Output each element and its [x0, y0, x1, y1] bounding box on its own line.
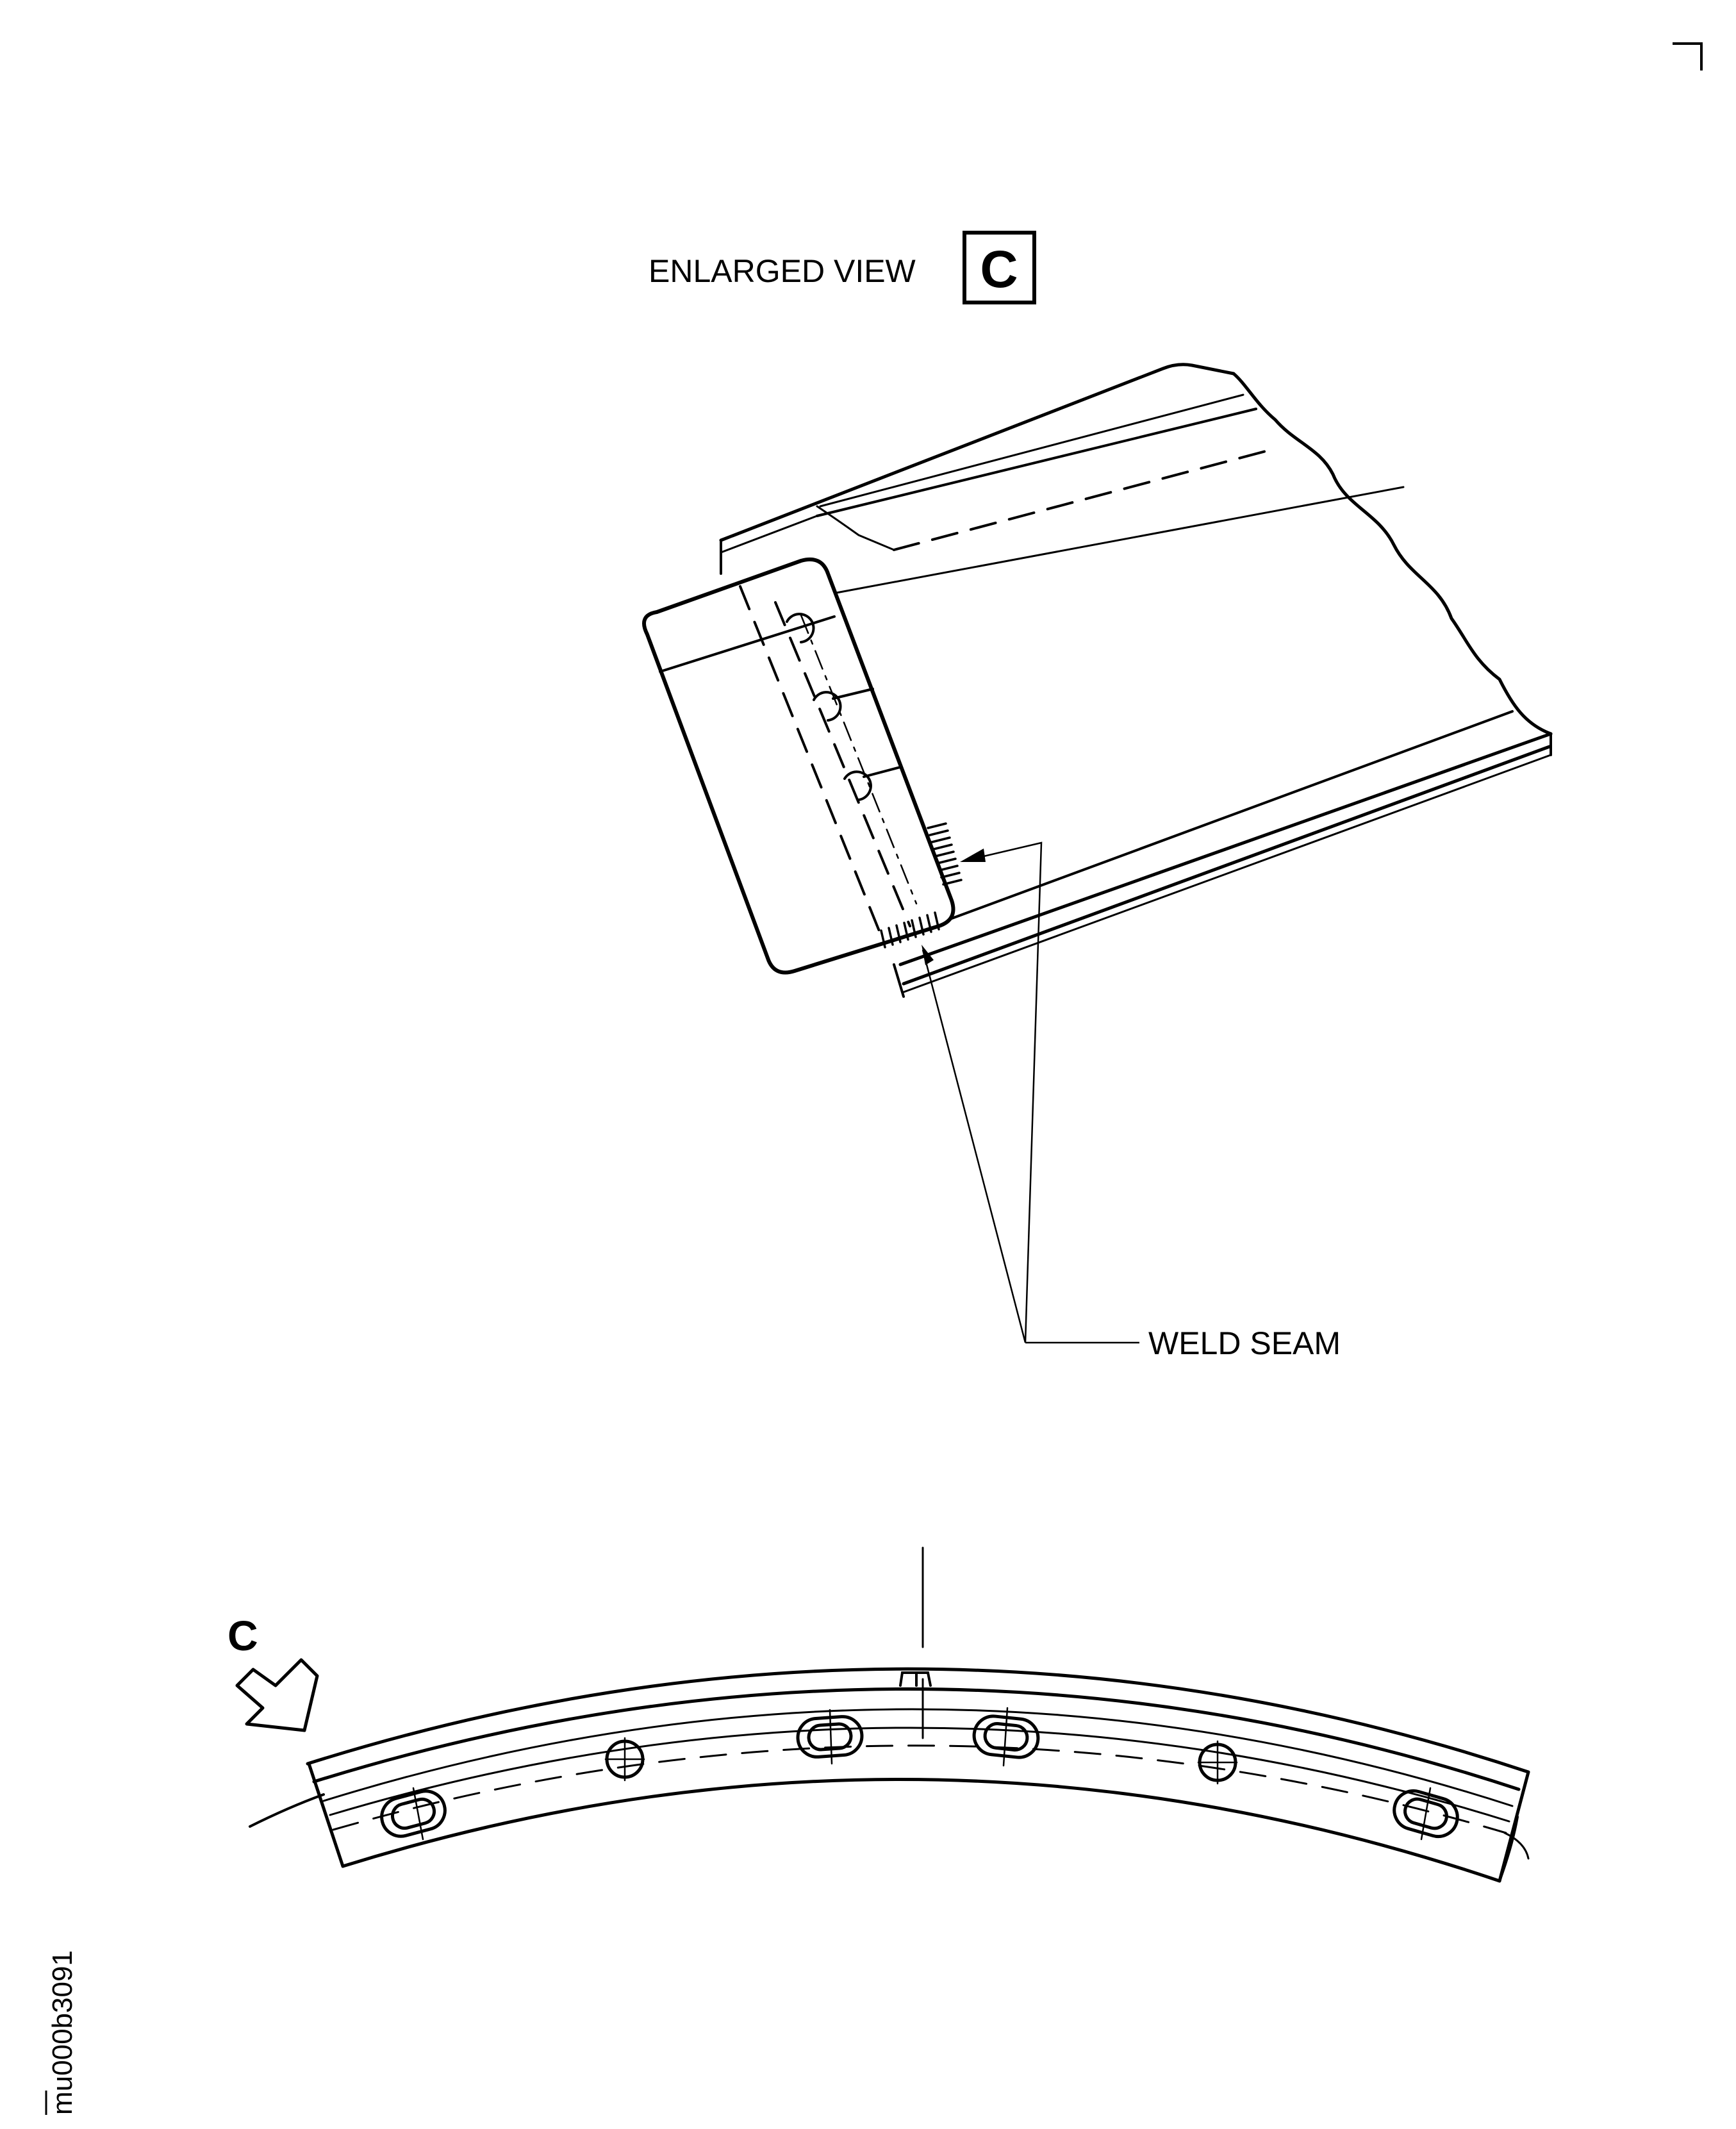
rail-bottom-edge-4 [902, 754, 1552, 993]
drawing-id: mu000b3091 [47, 1950, 78, 2115]
slotted-hole-2 [796, 1709, 864, 1765]
ring-inner-arc-2 [341, 1778, 1501, 1883]
leader-line-bottom [922, 949, 1027, 1343]
plate-hidden-line-2 [774, 601, 911, 927]
view-title: ENLARGED VIEW C [649, 231, 1036, 304]
slotted-hole-3 [972, 1707, 1040, 1767]
view-arrow-letter: C [227, 1612, 258, 1659]
segment-end-right [1498, 1770, 1530, 1883]
rail-top-edge-inner [720, 515, 818, 554]
weld-seam-label: WELD SEAM [1148, 1325, 1341, 1361]
ring-extension-right-2 [1503, 1832, 1530, 1860]
view-letter-box [963, 231, 1036, 304]
fastener-hole-3 [843, 766, 902, 801]
rail-flange-line-2 [819, 393, 1244, 508]
ring-extension-left [249, 1793, 325, 1828]
weld-seam-vertical-hatch [927, 822, 963, 886]
rail-flange-line-1 [816, 408, 1257, 517]
ring-hole-center-arc [332, 1744, 1507, 1834]
segment-end-left [307, 1762, 345, 1868]
ring-segment [249, 1546, 1530, 1883]
leader-arrowhead-1 [960, 849, 986, 862]
rail-bottom-edge-1 [947, 710, 1514, 921]
view-direction-arrow: C [227, 1612, 319, 1732]
ring-outer-arc-3 [322, 1708, 1514, 1807]
round-hole-2 [1197, 1740, 1238, 1785]
plate-hidden-line-1 [739, 585, 882, 937]
view-title-text: ENLARGED VIEW [649, 253, 916, 289]
leader-line-vertical [967, 841, 1043, 1343]
rail-hidden-edge [893, 447, 1277, 551]
fastener-hole-1 [786, 613, 815, 643]
weld-seam-leader [922, 841, 1139, 1344]
round-hole-1 [604, 1737, 645, 1782]
ring-outer-arc-1 [306, 1667, 1530, 1774]
rail-bottom-edge-3 [902, 745, 1551, 986]
leader-arrowhead-2 [922, 945, 934, 965]
hollow-arrow-icon [235, 1658, 319, 1732]
ring-inner-arc-1 [329, 1727, 1510, 1823]
plate-center-line [800, 614, 918, 905]
rail-top-edge [719, 363, 1236, 542]
center-tab [899, 1671, 932, 1687]
view-letter: C [980, 240, 1018, 299]
weld-seam-bottom-hatch [880, 911, 940, 949]
corner-crop-mark [1673, 42, 1703, 70]
rail-flange-step [816, 505, 895, 551]
enlarged-view-c [642, 363, 1553, 998]
rail-bottom-edge-2 [898, 732, 1553, 966]
slotted-hole-4 [1393, 1787, 1459, 1841]
ring-outer-arc-2 [312, 1687, 1521, 1791]
break-line [1232, 372, 1553, 736]
rail-upper-line [835, 486, 1405, 594]
reinforcing-plate [642, 557, 955, 975]
rail-end-left [893, 963, 905, 998]
fastener-hole-2 [813, 688, 874, 722]
slotted-hole-1 [380, 1787, 447, 1841]
